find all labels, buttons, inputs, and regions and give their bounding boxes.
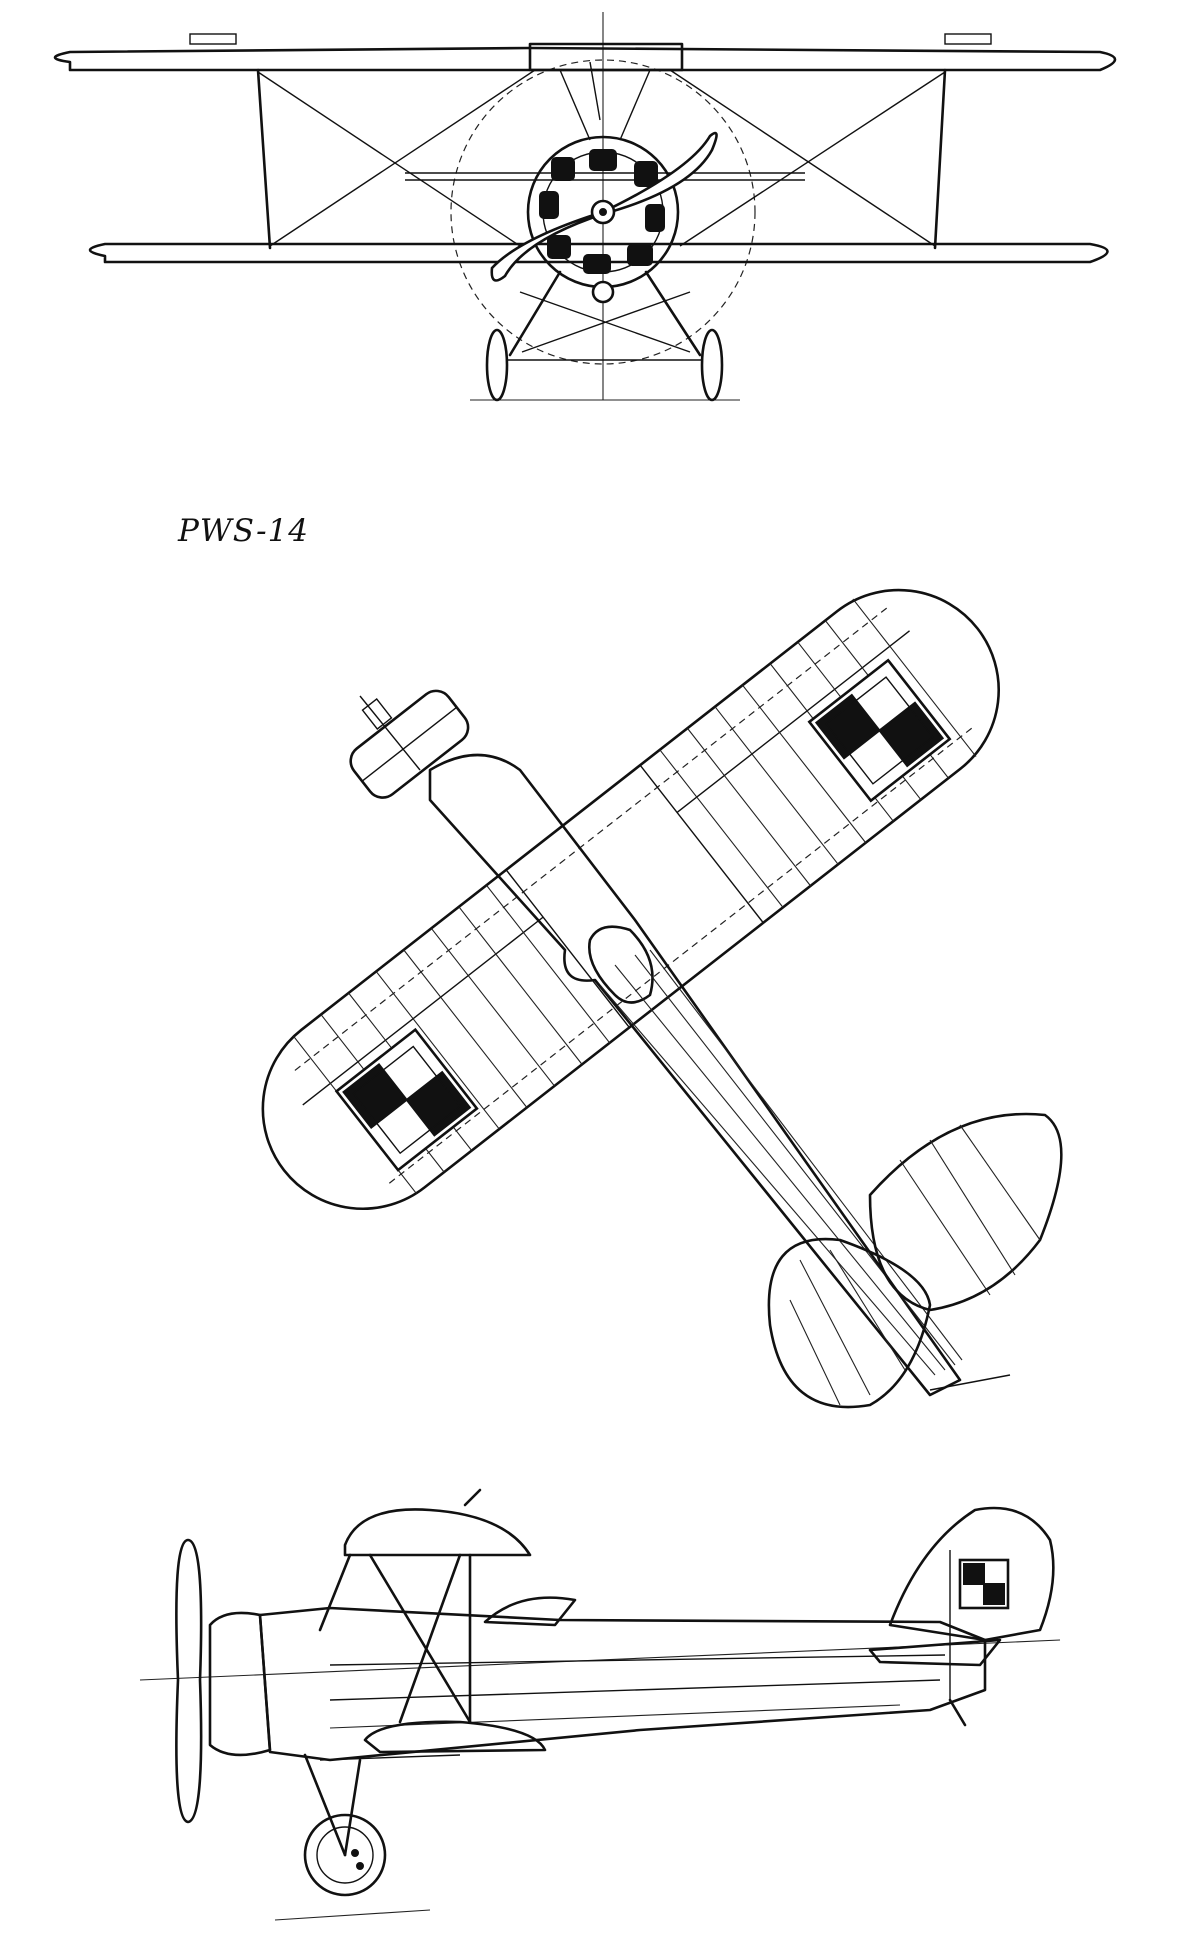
fin-rudder: [888, 1506, 1055, 1642]
insignia-right: [807, 658, 952, 803]
fuselage-plan: [428, 753, 962, 1397]
upper-wing-side: [343, 1508, 532, 1557]
propeller-side: [175, 1538, 203, 1824]
tailskid: [948, 1698, 967, 1727]
wheel-right: [700, 328, 724, 402]
upper-wing-front: [53, 46, 1117, 72]
oil-cooler: [591, 280, 615, 304]
ground-line-side: [274, 1909, 431, 1921]
rudder-tip: [929, 1374, 1011, 1391]
wire-right-1: [679, 71, 946, 247]
upper-wing-plan: [261, 588, 1001, 1211]
wire-left-1: [257, 71, 521, 247]
balance-right: [944, 33, 992, 45]
lower-wing-front: [88, 242, 1109, 264]
insignia-left: [334, 1027, 479, 1172]
wire-right-2: [669, 69, 936, 247]
balance-left: [189, 33, 237, 45]
n-strut-1: [368, 1553, 472, 1724]
engine-cylinders: [539, 149, 665, 274]
gear-leg-left: [508, 270, 562, 357]
gear-leg-side: [303, 1753, 347, 1857]
strut-right: [933, 68, 947, 250]
propeller-disc: [450, 59, 756, 365]
side-view: [139, 1488, 1061, 1921]
windscreen: [483, 1596, 577, 1627]
cabane-strut: [318, 1553, 352, 1632]
wheel-side: [303, 1813, 387, 1897]
wire-left-2: [269, 69, 536, 247]
engine-plan: [349, 689, 470, 799]
prop-hub-plan: [361, 698, 393, 730]
prop-axis: [359, 695, 421, 771]
n-strut-2: [398, 1553, 462, 1724]
lower-wing-side: [363, 1720, 547, 1754]
wing-outline: [261, 588, 1001, 1211]
fuselage-side: [258, 1606, 987, 1762]
tailplane-right: [868, 1112, 1063, 1312]
front-view: [53, 12, 1117, 402]
gear-leg-right: [644, 270, 702, 357]
aircraft-title: PWS-14: [178, 513, 310, 549]
tailplane-side: [868, 1638, 1002, 1667]
cockpit-opening: [588, 925, 654, 1004]
wheel-left: [485, 328, 509, 402]
tailplane-left: [767, 1237, 932, 1409]
center-section: [528, 42, 684, 72]
strut-left: [256, 68, 272, 250]
insignia-side: [958, 1558, 1010, 1610]
top-view: [261, 588, 1063, 1409]
